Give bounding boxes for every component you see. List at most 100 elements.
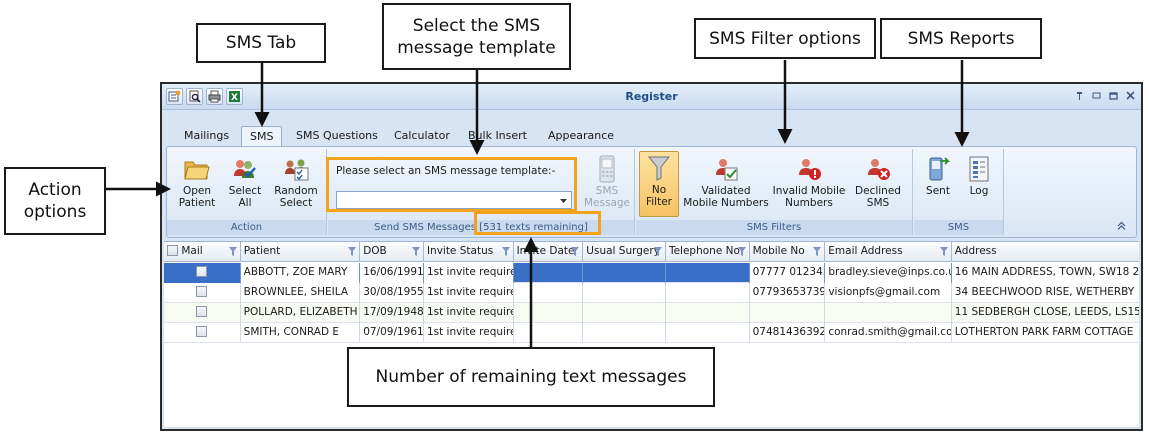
mail-cell[interactable] xyxy=(164,283,241,303)
title-bar: X Register xyxy=(162,84,1141,110)
no-filter-button[interactable]: No Filter xyxy=(639,151,679,217)
select-all-checkbox[interactable] xyxy=(167,244,178,256)
funnel-icon xyxy=(644,152,674,184)
invalid-mobile-numbers-button[interactable]: Invalid Mobile Numbers xyxy=(773,153,845,209)
tab-bulk-insert[interactable]: Bulk Insert xyxy=(468,129,527,142)
pin-icon[interactable] xyxy=(1074,89,1084,101)
log-report-button[interactable]: Log xyxy=(962,153,996,197)
sent-report-icon xyxy=(923,153,953,185)
telephone-cell xyxy=(666,323,750,343)
invite-status-cell: 1st invite required xyxy=(424,303,514,323)
send-sms-group-label: Send SMS Messages [531 texts remaining] xyxy=(328,220,634,235)
column-header-invite-status[interactable]: Invite Status xyxy=(424,242,514,262)
register-icon[interactable] xyxy=(166,88,183,105)
column-header-telephone-no[interactable]: Telephone No xyxy=(666,242,750,262)
open-patient-button[interactable]: Open Patient xyxy=(175,153,219,209)
close-icon[interactable] xyxy=(1125,89,1135,101)
invite-date-cell xyxy=(514,263,584,283)
grid-header: Mail Patient DOB Invite Status Invite Da… xyxy=(164,242,1139,262)
template-select[interactable] xyxy=(336,191,572,209)
filter-icon[interactable] xyxy=(571,247,580,256)
column-header-mobile-no[interactable]: Mobile No xyxy=(750,242,826,262)
mail-checkbox[interactable] xyxy=(196,265,208,277)
usual-surgery-cell xyxy=(583,303,666,323)
mail-cell[interactable] xyxy=(164,263,241,283)
usual-surgery-cell xyxy=(583,263,666,283)
filter-icon[interactable] xyxy=(653,247,662,256)
send-sms-group: Please select an SMS message template:- … xyxy=(328,149,635,235)
random-select-users-icon xyxy=(281,153,311,185)
action-group-label: Action xyxy=(167,220,326,235)
minimize-icon[interactable] xyxy=(1108,89,1118,101)
no-filter-label-1: No xyxy=(651,184,667,196)
excel-icon[interactable]: X xyxy=(226,88,243,105)
collapse-ribbon-icon[interactable] xyxy=(1117,220,1126,233)
tab-mailings[interactable]: Mailings xyxy=(184,129,230,142)
sms-reports-group-label: SMS xyxy=(914,220,1003,235)
random-select-label-2: Select xyxy=(279,197,313,209)
restore-icon[interactable] xyxy=(1091,89,1101,101)
callout-template-line-1: Select the SMS xyxy=(412,15,541,36)
declined-label-1: Declined xyxy=(855,185,901,197)
column-header-mail[interactable]: Mail xyxy=(164,242,241,262)
random-select-button[interactable]: Random Select xyxy=(271,153,321,209)
invalid-numbers-icon xyxy=(794,153,824,185)
declined-sms-icon xyxy=(863,153,893,185)
table-row[interactable]: ABBOTT, ZOE MARY 16/06/1991 1st invite r… xyxy=(164,263,1140,283)
column-header-dob[interactable]: DOB xyxy=(360,242,424,262)
address-cell: 11 SEDBERGH CLOSE, LEEDS, LS15 xyxy=(954,306,1140,318)
column-header-invite-date[interactable]: Invite Date xyxy=(514,242,584,262)
callout-sms-tab: SMS Tab xyxy=(196,23,326,63)
tab-calculator[interactable]: Calculator xyxy=(394,129,450,142)
select-all-button[interactable]: Select All xyxy=(225,153,265,209)
mail-checkbox[interactable] xyxy=(196,285,208,297)
invite-date-cell xyxy=(514,283,584,303)
column-header-address[interactable]: Address xyxy=(954,245,997,257)
open-patient-label-2: Patient xyxy=(178,197,216,209)
print-preview-icon[interactable] xyxy=(186,88,203,105)
table-row[interactable]: POLLARD, ELIZABETH 17/09/1948 1st invite… xyxy=(164,303,1139,323)
filter-icon[interactable] xyxy=(228,247,237,256)
email-cell: visionpfs@gmail.com xyxy=(825,283,952,303)
table-row[interactable]: BROWNLEE, SHEILA 30/08/1955 1st invite r… xyxy=(164,283,1139,303)
filter-icon[interactable] xyxy=(813,247,822,256)
tab-sms[interactable]: SMS xyxy=(241,126,283,147)
filter-icon[interactable] xyxy=(501,247,510,256)
tab-sms-questions[interactable]: SMS Questions xyxy=(296,129,378,142)
patient-cell: POLLARD, ELIZABETH xyxy=(241,303,361,323)
mail-cell[interactable] xyxy=(164,323,241,343)
log-report-icon xyxy=(964,153,994,185)
register-window: X Register Mailings SMS SMS Questions Ca… xyxy=(160,82,1143,431)
validated-mobile-numbers-button[interactable]: Validated Mobile Numbers xyxy=(683,153,769,209)
dob-cell: 30/08/1955 xyxy=(360,283,424,303)
filter-icon[interactable] xyxy=(737,247,746,256)
invite-status-cell: 1st invite required xyxy=(424,323,514,343)
table-row[interactable]: SMITH, CONRAD E 07/09/1961 1st invite re… xyxy=(164,323,1139,343)
filter-icon[interactable] xyxy=(411,247,420,256)
tab-appearance[interactable]: Appearance xyxy=(548,129,615,142)
sms-message-button[interactable]: SMS Message xyxy=(584,153,630,209)
ribbon-tabs: Mailings SMS SMS Questions Calculator Bu… xyxy=(162,126,1141,147)
mail-cell[interactable] xyxy=(164,303,241,323)
column-header-usual-surgery[interactable]: Usual Surgery xyxy=(583,242,666,262)
mobile-cell: 07777 012345 xyxy=(749,263,826,283)
template-highlight-box xyxy=(326,157,577,212)
telephone-cell xyxy=(666,263,750,283)
sent-report-button[interactable]: Sent xyxy=(920,153,956,197)
select-all-label-1: Select xyxy=(228,185,262,197)
callout-action-options: Action options xyxy=(4,167,106,235)
filter-icon[interactable] xyxy=(939,247,948,256)
column-header-email-address[interactable]: Email Address xyxy=(825,242,952,262)
print-icon[interactable] xyxy=(206,88,223,105)
chevron-down-icon[interactable] xyxy=(557,195,569,206)
column-header-patient[interactable]: Patient xyxy=(241,242,361,262)
mobile-cell: 07793653739 xyxy=(750,283,826,303)
invite-status-cell: 1st invite required xyxy=(423,263,514,283)
mail-checkbox[interactable] xyxy=(196,305,208,317)
no-filter-label-2: Filter xyxy=(645,196,672,208)
mail-checkbox[interactable] xyxy=(196,325,208,337)
declined-sms-button[interactable]: Declined SMS xyxy=(852,153,904,209)
filter-icon[interactable] xyxy=(348,247,357,256)
random-select-label-1: Random xyxy=(274,185,318,197)
dob-cell: 07/09/1961 xyxy=(360,323,424,343)
